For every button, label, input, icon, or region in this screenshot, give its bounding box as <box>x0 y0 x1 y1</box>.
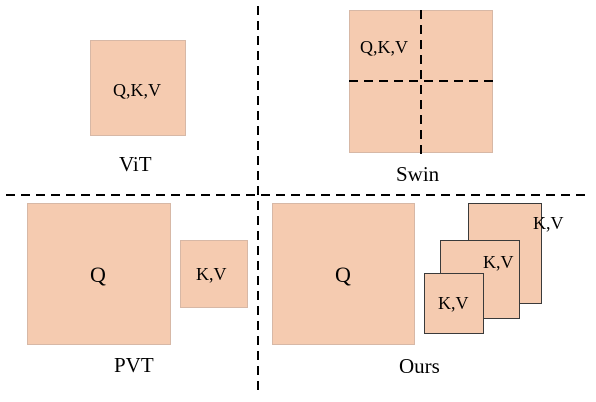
swin-caption: Swin <box>396 162 440 186</box>
pvt-caption: PVT <box>114 353 154 377</box>
ours-caption: Ours <box>399 354 440 378</box>
ours-kv-label-small: K,V <box>438 293 469 313</box>
pvt-kv-label: K,V <box>196 264 227 284</box>
ours-kv-label-large: K,V <box>533 213 564 233</box>
vit-caption: ViT <box>119 152 152 176</box>
vit-qkv-box: Q,K,V <box>90 40 186 136</box>
ours-kv-box-small: K,V <box>424 273 484 334</box>
swin-window-box: Q,K,V <box>349 10 493 153</box>
pvt-kv-box: K,V <box>180 240 248 308</box>
ours-kv-label-medium: K,V <box>483 252 514 272</box>
pvt-q-box: Q <box>27 203 171 345</box>
vit-qkv-label: Q,K,V <box>113 80 161 100</box>
pvt-q-label: Q <box>90 262 106 287</box>
swin-qkv-label: Q,K,V <box>360 37 408 57</box>
ours-q-label: Q <box>335 262 351 287</box>
ours-q-box: Q <box>272 203 415 345</box>
